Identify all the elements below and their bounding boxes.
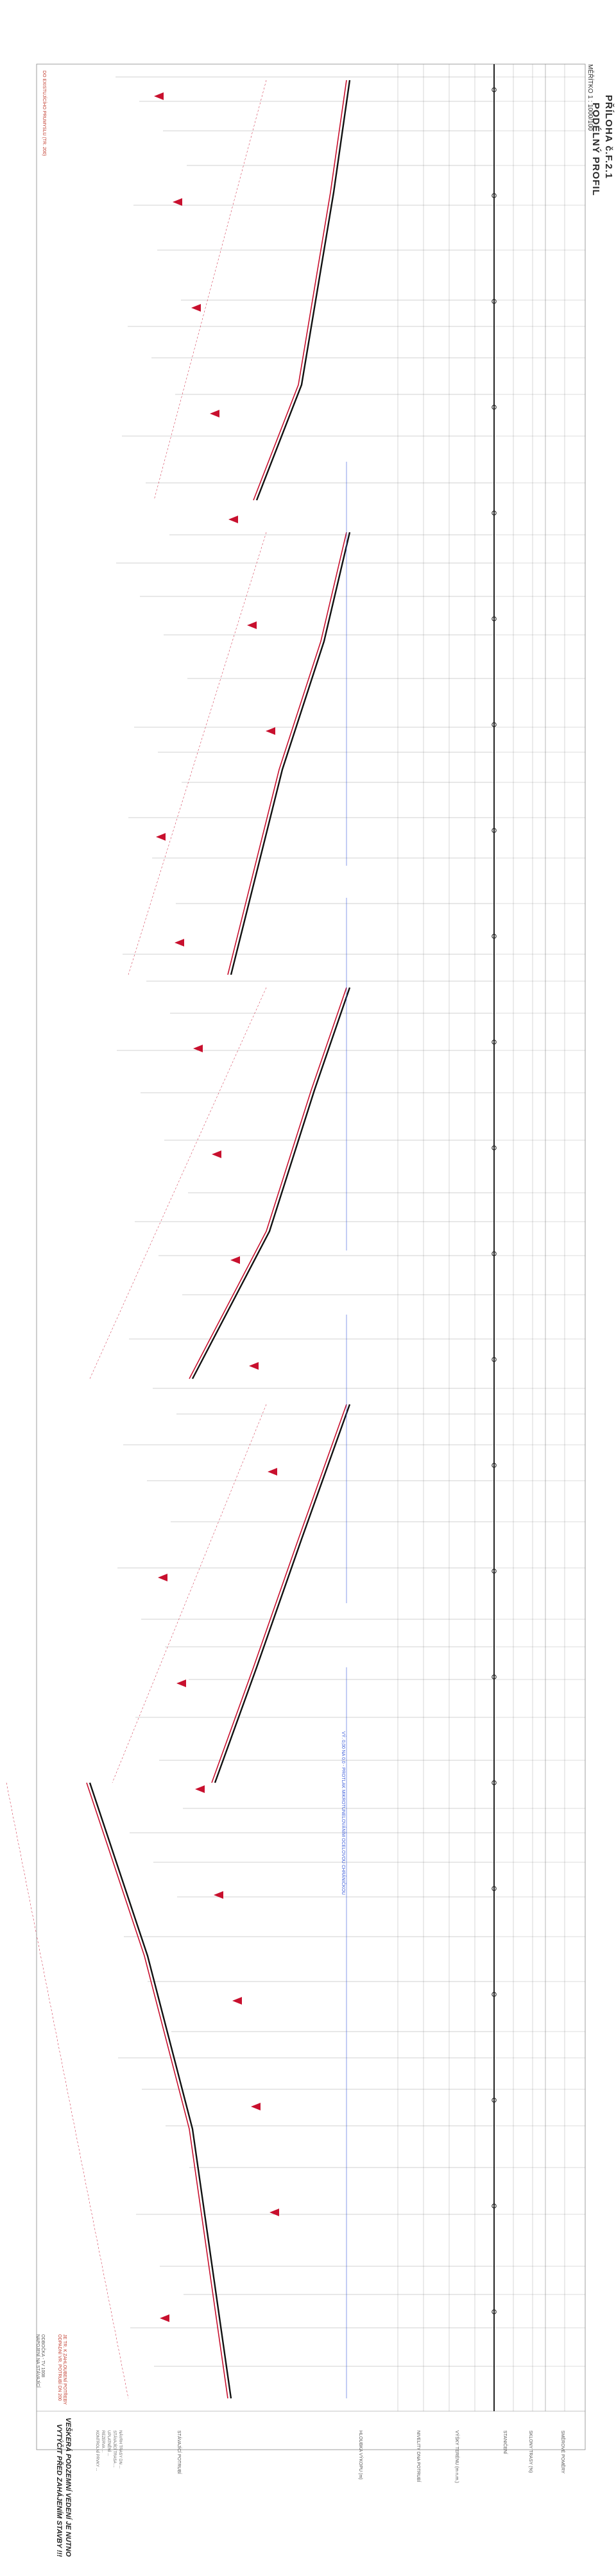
legend-item: REZERVA ... [101,2430,105,2453]
level-marker [268,1468,277,1476]
label-terrain: VÝŠKY TERÉNU (m n.m.) [454,2430,459,2483]
tunnel-annotation: VÝ. 0,00 NA 0,0 - PROTLAK MIKROTUNELOVÁN… [341,1731,345,1895]
level-marker [212,1150,221,1158]
existing-pipe [230,532,351,975]
level-marker [173,198,182,206]
top-red-note: DO EXISTUJÍCÍHO PRUMYSLU (TR. 200) [42,71,46,156]
level-marker [195,1785,205,1793]
label-bottom-pipe: NIVELITY DNA POTRUBÍ [416,2430,420,2482]
level-marker [251,2103,261,2110]
level-marker [228,516,238,523]
level-marker [247,621,257,629]
design-pipe [86,1782,228,2399]
scale-label: MĚŘÍTKO 1 : 1000/100 [586,64,594,131]
level-marker [210,410,219,417]
drawing-frame [36,63,586,2450]
label-depth: HLOUBKA VÝKOPU (m) [358,2430,363,2480]
appendix-label: PŘÍLOHA č.F.2.1 [603,95,614,180]
legend-item: KONTROLNÍ PRVKY ... [95,2430,99,2471]
design-pipe [189,987,347,1379]
excavation-note-line2: VYTÝČIT PŘED ZAHÁJENÍM STAVBY !!! [55,2424,63,2557]
terrain-line [153,80,267,501]
terrain-line [128,532,267,975]
legend-item: UPLATNĚNÍ ... [107,2430,110,2456]
profile-grid [116,64,585,2411]
bottom-red-note-1: JE TR. K ZAHLOUBENÍ POTŘEBY [62,2334,67,2405]
pipe-lines [6,80,351,2399]
level-marker [214,1891,223,1899]
bottom-red-note-2: ODPADNÍ VR. POTRUBÍ DN 200 [57,2334,62,2401]
level-marker [193,1045,203,1052]
terrain-line [112,1404,267,1783]
terrain-line [6,1782,129,2399]
existing-pipe [255,80,351,501]
connection-label-2: NAPOJENÍ NA STÁVAJÍCÍ [35,2334,40,2388]
existing-pipe [214,1404,351,1783]
level-marker [232,1997,242,2005]
level-marker [191,304,201,312]
label-chainage: STANIČENÍ [502,2430,507,2454]
design-pipe [211,1404,347,1783]
legend-item: STÁVAJÍCÍ TRASA ... [112,2430,116,2468]
level-marker [230,1256,240,1264]
existing-pipe [89,1782,232,2399]
design-pipe [227,532,347,975]
terrain-line [89,987,267,1379]
level-marker [160,2314,169,2322]
level-marker [154,92,164,100]
connection-label-1: ODBOČKA - TV 1008 [40,2334,45,2378]
level-marker [156,833,166,841]
section-markers [154,87,497,2322]
level-marker [270,2209,279,2216]
existing-pipe [191,987,351,1379]
level-marker [158,1574,167,1581]
label-pipe: STÁVAJÍCÍ POTRUBÍ [176,2430,181,2474]
level-marker [175,939,184,947]
level-marker [266,727,275,735]
excavation-note-line1: VEŠKERÁ PODZEMNÍ VEDENÍ JE NUTNO [64,2418,72,2557]
level-marker [176,1679,186,1687]
design-pipe [253,80,347,501]
label-directions: SMĚROVÉ POMĚRY [560,2430,565,2474]
label-slope: SKLONY TRASY (%) [528,2430,533,2473]
level-marker [249,1362,259,1370]
legend-item: NÁVRH TRASY DN ... [118,2430,122,2469]
